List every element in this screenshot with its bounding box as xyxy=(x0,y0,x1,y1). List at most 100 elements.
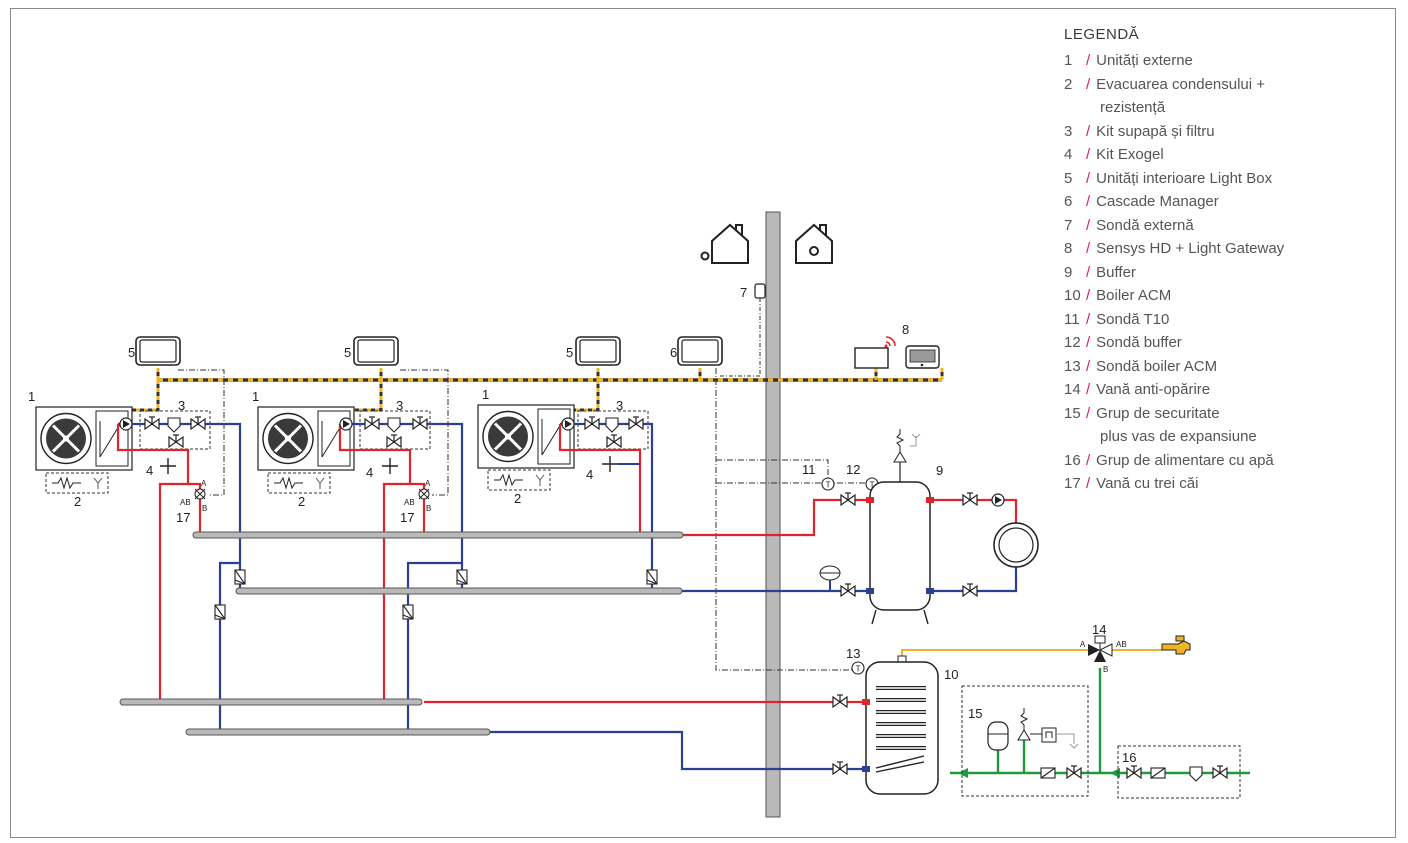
legend-item: 4/Kit Exogel xyxy=(1064,143,1284,167)
legend-separator: / xyxy=(1086,287,1091,304)
legend-item-text: Sondă boiler ACM xyxy=(1096,357,1218,375)
legend-separator: / xyxy=(1086,240,1091,257)
port-label: A xyxy=(201,479,207,488)
safety-group-box xyxy=(961,685,1089,797)
label-2: 2 xyxy=(74,494,81,509)
drain-kit-3 xyxy=(487,469,551,491)
legend-item-number: 1 xyxy=(1064,52,1073,69)
port-label: AB xyxy=(404,498,415,507)
heat-emitter-icon xyxy=(993,522,1039,568)
indoor-house-icon xyxy=(795,223,833,264)
legend-item: 13 / Sondă boiler ACM xyxy=(1064,355,1284,379)
label-1: 1 xyxy=(28,389,35,404)
cold-water-pipes xyxy=(950,668,1250,775)
legend-separator: / xyxy=(1086,193,1091,210)
port-label: A xyxy=(425,479,431,488)
legend-item: 8 / Sensys HD + Light Gateway xyxy=(1064,237,1284,261)
legend-item-text: Sensys HD + Light Gateway xyxy=(1096,240,1285,257)
legend-item-number: 7 xyxy=(1064,216,1073,234)
legend-item-text: Kit Exogel xyxy=(1096,146,1164,163)
label-12: 12 xyxy=(846,462,860,477)
legend-item-number: 13 xyxy=(1064,357,1081,375)
label-14: 14 xyxy=(1092,622,1106,637)
light-box-1 xyxy=(135,336,181,366)
label-3: 3 xyxy=(178,398,185,413)
label-3: 3 xyxy=(616,398,623,413)
safety-valve xyxy=(1017,708,1079,749)
legend-item: 1 / Unități externe xyxy=(1064,49,1284,73)
legend-item-text: Sondă externă xyxy=(1096,216,1194,234)
drain-kit-1 xyxy=(45,472,109,494)
legend-separator: / xyxy=(1086,381,1091,398)
label-1: 1 xyxy=(482,387,489,402)
port-label: B xyxy=(202,504,207,513)
legend-item-text: Sondă buffer xyxy=(1096,334,1182,351)
label-4: 4 xyxy=(586,467,593,482)
manifolds xyxy=(119,531,684,736)
legend-item-number: 4 xyxy=(1064,146,1073,163)
faucet-icon xyxy=(1161,635,1191,655)
label-16: 16 xyxy=(1122,750,1136,765)
label-5: 5 xyxy=(344,345,351,360)
legend-item-text: Cascade Manager xyxy=(1096,193,1219,210)
water-supply-box xyxy=(1117,745,1241,799)
legend-item: 7 / Sondă externă xyxy=(1064,214,1284,238)
legend-item-text: Unități interioare Light Box xyxy=(1096,169,1273,187)
flow-arrow xyxy=(1110,768,1120,778)
label-15: 15 xyxy=(968,706,982,721)
legend-item: 15/Grup de securitate xyxy=(1064,402,1284,426)
legend-separator: / xyxy=(1086,310,1091,328)
label-1: 1 xyxy=(252,389,259,404)
legend-item-number: 17 xyxy=(1064,475,1081,492)
label-4: 4 xyxy=(366,465,373,480)
legend-item-continuation: rezistență xyxy=(1100,99,1166,116)
legend-item-text: Vană anti-opărire xyxy=(1096,381,1211,398)
light-box-2 xyxy=(353,336,399,366)
expansion-vessel xyxy=(987,721,1009,751)
legend-separator: / xyxy=(1086,216,1091,234)
port-label: AB xyxy=(180,498,191,507)
legend-item-text: Vană cu trei căi xyxy=(1096,475,1199,492)
filter-icon xyxy=(167,417,1203,782)
pump-icon xyxy=(991,493,1005,507)
label-4: 4 xyxy=(146,463,153,478)
legend-item-text: Sondă T10 xyxy=(1096,310,1170,328)
label-13: 13 xyxy=(846,646,860,661)
cascade-manager xyxy=(677,336,723,366)
legend-item-text: Unități externe xyxy=(1096,52,1193,69)
buffer-tank xyxy=(866,429,934,625)
legend-item-number: 6 xyxy=(1064,193,1073,210)
legend-item-number: 11 xyxy=(1064,310,1080,328)
legend-separator: / xyxy=(1086,52,1091,69)
legend-separator: / xyxy=(1086,357,1091,375)
legend-separator: / xyxy=(1086,451,1091,469)
three-way-valve xyxy=(194,488,430,500)
legend-item-continuation: plus vas de expansiune xyxy=(1100,428,1257,445)
legend-item-number: 8 xyxy=(1064,240,1073,257)
legend-item-number: 5 xyxy=(1064,169,1073,187)
building-wall xyxy=(765,211,781,818)
light-box-3 xyxy=(575,336,621,366)
label-10: 10 xyxy=(944,667,958,682)
legend-separator: / xyxy=(1086,122,1091,140)
label-5: 5 xyxy=(566,345,573,360)
thermostat-icon xyxy=(905,345,940,369)
dhw-pipe xyxy=(901,649,1088,660)
legend-item: 6 / Cascade Manager xyxy=(1064,190,1284,214)
label-11: 11 xyxy=(802,462,816,477)
legend-separator: / xyxy=(1086,75,1091,93)
label-6: 6 xyxy=(670,345,677,360)
exogel-kit xyxy=(160,456,640,474)
outdoor-sensor xyxy=(754,283,766,299)
legend-item: 2/Evacuarea condensului + xyxy=(1064,73,1284,97)
label-2: 2 xyxy=(298,494,305,509)
legend-item-number: 10 xyxy=(1064,287,1081,304)
flow-arrow xyxy=(958,768,968,778)
legend-item-text: Kit supapă și filtru xyxy=(1096,122,1215,140)
legend-item-number: 2 xyxy=(1064,75,1073,93)
label-3: 3 xyxy=(396,398,403,413)
legend-item-number: 9 xyxy=(1064,263,1073,281)
